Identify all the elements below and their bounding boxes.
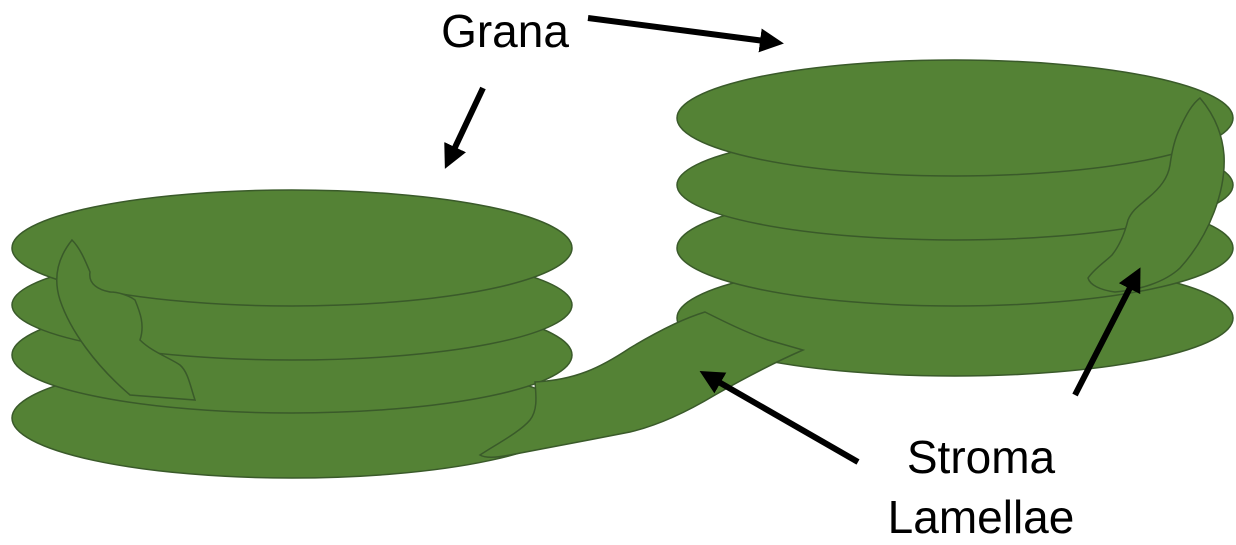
right-granum	[677, 60, 1233, 376]
right-thylakoid-disk-1	[677, 60, 1233, 176]
arrow-grana-right	[588, 18, 772, 42]
stroma-label-line1: Stroma	[907, 431, 1056, 483]
grana-label: Grana	[441, 5, 569, 57]
arrow-grana-left	[450, 88, 483, 158]
stroma-label-line2: Lamellae	[888, 491, 1075, 543]
left-granum	[12, 190, 572, 478]
arrow-stroma-left	[710, 377, 858, 462]
